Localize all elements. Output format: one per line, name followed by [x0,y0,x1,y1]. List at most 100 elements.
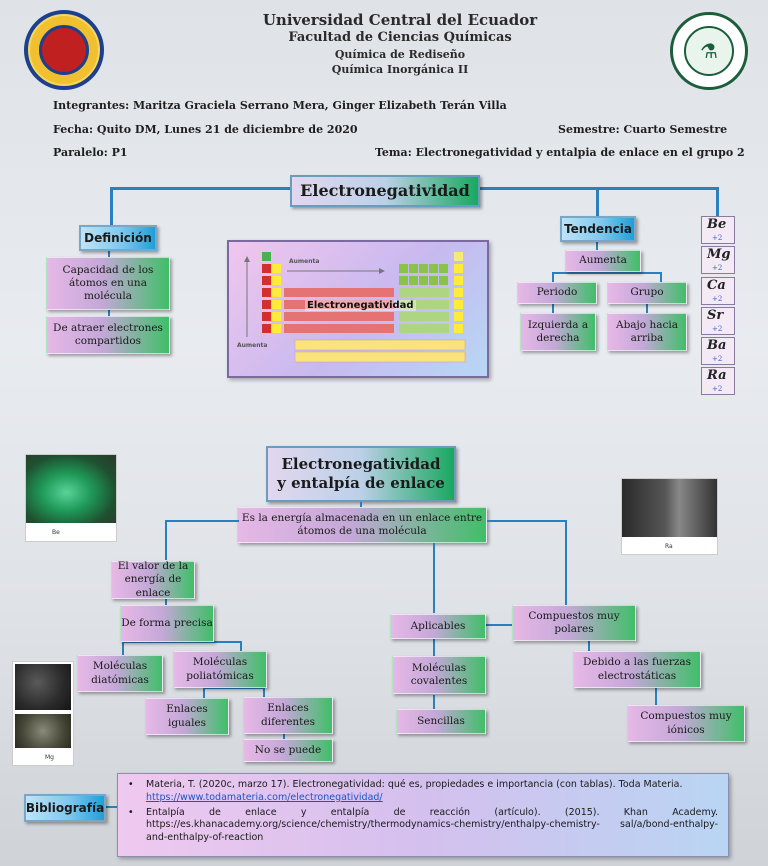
connector [596,240,598,250]
precise-form: De forma precisa [120,605,214,642]
map2-title-line1: Electronegatividad [281,455,441,474]
diatomic-molecules: Moléculas diatómicas [77,655,163,692]
very-ionic-compounds: Compuestos muy iónicos [627,705,745,742]
connector [165,520,239,522]
faculty-logo: ⚗ [670,12,748,90]
course-name: Química de Rediseño [334,48,466,61]
emerald-image [26,455,116,523]
connector [165,520,167,560]
group-direction: Abajo hacia arriba [607,313,687,351]
radium-photo: Ra [621,478,718,555]
bullet-icon: • [128,806,134,818]
connector [108,310,110,318]
map2-definition: Es la energía almacenada en un enlace en… [237,507,487,543]
connector [433,639,435,657]
bibliography-title: Bibliografía [24,794,106,822]
connector [552,272,662,274]
faculty-name: Facultad de Ciencias Químicas [288,30,512,45]
different-bonds: Enlaces diferentes [243,697,333,734]
pt-cells [262,252,463,333]
semester-text: Semestre: Cuarto Semestre [558,123,728,136]
map1-title: Electronegatividad [290,175,480,207]
periodic-table-image: Aumenta Aumenta Electronegatividad [227,240,489,378]
trend-increases: Aumenta [565,250,641,272]
connector [108,250,110,258]
connector [433,695,435,709]
connector [588,640,590,652]
connector [203,687,263,689]
connector [552,303,554,313]
connector [487,520,567,522]
date-text: Fecha: Quito DM, Lunes 21 de diciembre d… [53,123,358,136]
mineral-image-1 [15,664,71,710]
connector [552,272,554,282]
equal-bonds: Enlaces iguales [145,698,229,735]
trend-period: Periodo [517,282,597,304]
not-possible: No se puede [243,739,333,762]
be-caption: Be [52,529,60,536]
bullet-icon: • [128,779,134,790]
covalent-molecules: Moléculas covalentes [392,656,486,694]
connector [240,641,242,651]
simple: Sencillas [396,709,486,734]
very-polar-compounds: Compuestos muy polares [512,605,636,641]
connector [660,272,662,282]
element-tile-sr: Sr+2 [701,307,735,335]
connector [360,502,362,508]
connector [165,598,167,606]
mg-caption: Mg [45,754,54,761]
scientist-image [622,479,717,537]
connector [486,624,512,626]
table-label: Electronegatividad [305,300,416,311]
trend-title: Tendencia [560,216,636,242]
applicable: Aplicables [390,614,486,639]
university-logo [24,10,104,90]
mineral-image-2 [15,714,71,748]
reference-2-text: Entalpía de enlace y entalpía de reacció… [146,806,718,844]
connector [479,187,719,190]
period-direction: Izquierda a derecha [520,313,596,351]
connector [95,806,119,808]
connector [433,543,435,613]
connector [646,303,648,313]
element-tile-be: Be+2 [701,216,735,244]
reference-2: • Entalpía de enlace y entalpía de reacc… [128,807,718,845]
element-tile-mg: Mg+2 [701,246,735,274]
bibliography-box: • Materia, T. (2020c, marzo 17). Electro… [117,773,729,857]
topic-text: Tema: Electronegatividad y entalpia de e… [375,146,745,159]
connector [122,641,242,643]
beryllium-photo: Be [25,454,117,542]
definition-box-2: De atraer electrones compartidos [46,316,170,354]
subject-name: Química Inorgánica II [331,63,469,76]
connector [283,733,285,739]
map2-title-line2: y entalpía de enlace [277,474,445,492]
periodic-table-graphic [244,252,466,363]
definition-title: Definición [79,225,157,251]
connector [655,688,657,706]
bond-energy-value: El valor de la energía de enlace [111,560,195,599]
electrostatic-forces: Debido a las fuerzas electrostáticas [573,651,701,688]
connector [716,187,719,217]
parallel-text: Paralelo: P1 [53,146,128,159]
map2-title: Electronegatividad y entalpía de enlace [266,446,456,502]
connector [263,687,265,697]
members-text: Integrantes: Maritza Graciela Serrano Me… [53,99,507,112]
trend-group: Grupo [607,282,687,304]
connector [596,187,599,217]
polyatomic-molecules: Moléculas poliatómicas [173,651,267,688]
element-tile-ba: Ba+2 [701,337,735,365]
element-tile-ca: Ca+2 [701,277,735,305]
magnesium-photo: Mg [12,661,74,766]
connector [122,641,124,655]
definition-box-1: Capacidad de los átomos en una molécula [46,257,170,310]
connector [110,187,113,227]
connector [203,687,205,699]
reference-1-text: Materia, T. (2020c, marzo 17). Electrone… [146,779,683,790]
connector [565,520,567,610]
reference-1: • Materia, T. (2020c, marzo 17). Electro… [128,779,718,805]
reference-1-link[interactable]: https://www.todamateria.com/electronegat… [146,791,383,803]
element-tile-ra: Ra+2 [701,367,735,395]
table-arrow-top-label: Aumenta [289,258,320,265]
ra-caption: Ra [665,543,673,550]
university-name: Universidad Central del Ecuador [262,11,538,29]
